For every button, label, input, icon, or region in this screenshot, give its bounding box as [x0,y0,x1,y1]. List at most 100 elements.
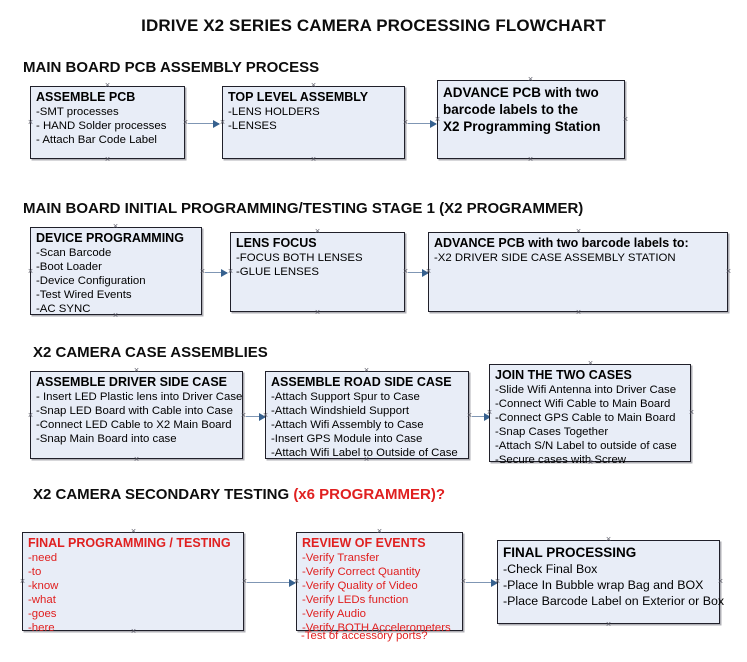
connector-arrow [408,120,437,128]
node-overflow-line: -Test of accessory ports? [301,630,428,642]
connection-handle-top[interactable] [310,82,317,89]
node-line: -Attach Wifi Assembly to Case [271,419,424,431]
connection-handle-right[interactable] [725,268,732,275]
node-final-programming-testing[interactable]: FINAL PROGRAMMING / TESTING -need -to -k… [22,532,244,634]
connection-handle-top[interactable] [133,367,140,374]
node-line: -goes [28,608,57,620]
node-line: -Check Final Box [503,562,598,576]
node-line: -X2 DRIVER SIDE CASE ASSEMBLY STATION [434,252,676,264]
node-assemble-road-side-case[interactable]: ASSEMBLE ROAD SIDE CASE -Attach Support … [265,371,469,459]
connection-handle-bottom[interactable] [363,456,370,463]
connection-handle-top[interactable] [527,76,534,83]
connection-handle-right[interactable] [717,578,724,585]
section-heading-x2-camera-case-assemblies: X2 CAMERA CASE ASSEMBLIES [33,344,268,361]
node-review-of-events[interactable]: REVIEW OF EVENTS -Verify Transfer -Verif… [296,532,463,634]
node-line: - Insert LED Plastic lens into Driver Ca… [36,391,243,403]
node-line: -Test Wired Events [36,289,132,301]
connection-handle-left[interactable] [27,268,34,275]
node-line: -Verify Transfer [302,552,380,564]
node-advance-pcb-to-x2-programming-station[interactable]: ADVANCE PCB with two barcode labels to t… [437,80,625,159]
connection-handle-bottom[interactable] [133,456,140,463]
node-line: -Snap Main Board into case [36,433,177,445]
connection-handle-left[interactable] [227,268,234,275]
node-top-level-assembly[interactable]: TOP LEVEL ASSEMBLY -LENS HOLDERS -LENSES [222,86,405,159]
node-title: REVIEW OF EVENTS [302,536,426,550]
node-title: JOIN THE TWO CASES [495,368,632,382]
node-line: -AC SYNC [36,303,91,315]
section-heading-text: MAIN BOARD INITIAL PROGRAMMING/TESTING S… [23,200,584,217]
node-advance-pcb-to-driver-side-case-station[interactable]: ADVANCE PCB with two barcode labels to: … [428,232,728,312]
node-assemble-pcb[interactable]: ASSEMBLE PCB -SMT processes - HAND Solde… [30,86,185,159]
connection-handle-right[interactable] [622,116,629,123]
node-line: -Verify Correct Quantity [302,566,421,578]
node-line: - Attach Bar Code Label [36,134,157,146]
connector-arrow [188,120,220,128]
connection-handle-top[interactable] [363,367,370,374]
connection-handle-left[interactable] [293,578,300,585]
connection-handle-bottom[interactable] [112,312,119,319]
node-line: -Snap LED Board with Cable into Case [36,405,233,417]
connection-handle-bottom[interactable] [587,459,594,466]
connection-handle-left[interactable] [27,119,34,126]
connection-handle-top[interactable] [130,528,137,535]
connection-handle-left[interactable] [494,578,501,585]
node-line: -here [28,622,55,634]
connection-handle-top[interactable] [314,228,321,235]
section-heading-text: MAIN BOARD PCB ASSEMBLY PROCESS [23,59,320,76]
connection-handle-top[interactable] [587,360,594,367]
connector-arrow [205,269,228,277]
section-heading-main-board-initial-programming: MAIN BOARD INITIAL PROGRAMMING/TESTING S… [23,200,583,217]
node-title: ASSEMBLE DRIVER SIDE CASE [36,375,228,389]
node-title: FINAL PROGRAMMING / TESTING [28,536,231,550]
node-line: -Connect GPS Cable to Main Board [495,412,676,424]
node-title: TOP LEVEL ASSEMBLY [228,90,369,104]
connection-handle-left[interactable] [19,578,26,585]
connector-arrow [247,579,296,587]
connector-arrow [472,413,491,421]
page-title: IDRIVE X2 SERIES CAMERA PROCESSING FLOWC… [141,16,606,35]
node-line: -to [28,566,42,578]
node-line: -Place In Bubble wrap Bag and BOX [503,578,704,592]
connection-handle-left[interactable] [219,119,226,126]
node-title: ASSEMBLE ROAD SIDE CASE [271,375,452,389]
node-line: -Slide Wifi Antenna into Driver Case [495,384,677,396]
node-title: FINAL PROCESSING [503,545,637,560]
node-line: -Insert GPS Module into Case [271,433,423,445]
connection-handle-bottom[interactable] [575,309,582,316]
connection-handle-top[interactable] [605,536,612,543]
connection-handle-bottom[interactable] [376,628,383,635]
node-line: -Attach S/N Label to outside of case [495,440,677,452]
section-heading-text: X2 CAMERA SECONDARY TESTING [33,486,294,503]
connection-handle-bottom[interactable] [104,156,111,163]
connection-handle-bottom[interactable] [314,309,321,316]
connection-handle-left[interactable] [486,409,493,416]
connection-handle-left[interactable] [27,412,34,419]
node-join-the-two-cases[interactable]: JOIN THE TWO CASES -Slide Wifi Antenna i… [489,364,691,466]
connection-handle-bottom[interactable] [310,156,317,163]
node-lens-focus[interactable]: LENS FOCUS -FOCUS BOTH LENSES -GLUE LENS… [230,232,405,312]
node-line: -Verify Quality of Video [302,580,418,592]
node-line: X2 Programming Station [443,119,601,134]
node-assemble-driver-side-case[interactable]: ASSEMBLE DRIVER SIDE CASE - Insert LED P… [30,371,243,459]
node-line: -Snap Cases Together [495,426,609,438]
node-line: -Boot Loader [36,261,102,273]
section-heading-x2-camera-secondary-testing: X2 CAMERA SECONDARY TESTING (x6 PROGRAMM… [33,486,445,503]
connection-handle-bottom[interactable] [605,621,612,628]
node-line: -GLUE LENSES [236,266,319,278]
connection-handle-left[interactable] [262,412,269,419]
node-device-programming[interactable]: DEVICE PROGRAMMING -Scan Barcode -Boot L… [30,227,202,315]
connection-handle-right[interactable] [688,409,695,416]
connection-handle-top[interactable] [575,228,582,235]
node-line: -know [28,580,59,592]
connection-handle-bottom[interactable] [527,156,534,163]
connection-handle-top[interactable] [104,82,111,89]
node-title: ADVANCE PCB with two barcode labels to: [434,236,689,250]
connection-handle-left[interactable] [425,268,432,275]
connection-handle-left[interactable] [434,116,441,123]
connection-handle-top[interactable] [376,528,383,535]
node-line: -FOCUS BOTH LENSES [236,252,363,264]
connection-handle-top[interactable] [112,223,119,230]
connection-handle-bottom[interactable] [130,628,137,635]
node-final-processing[interactable]: FINAL PROCESSING -Check Final Box -Place… [497,540,724,624]
